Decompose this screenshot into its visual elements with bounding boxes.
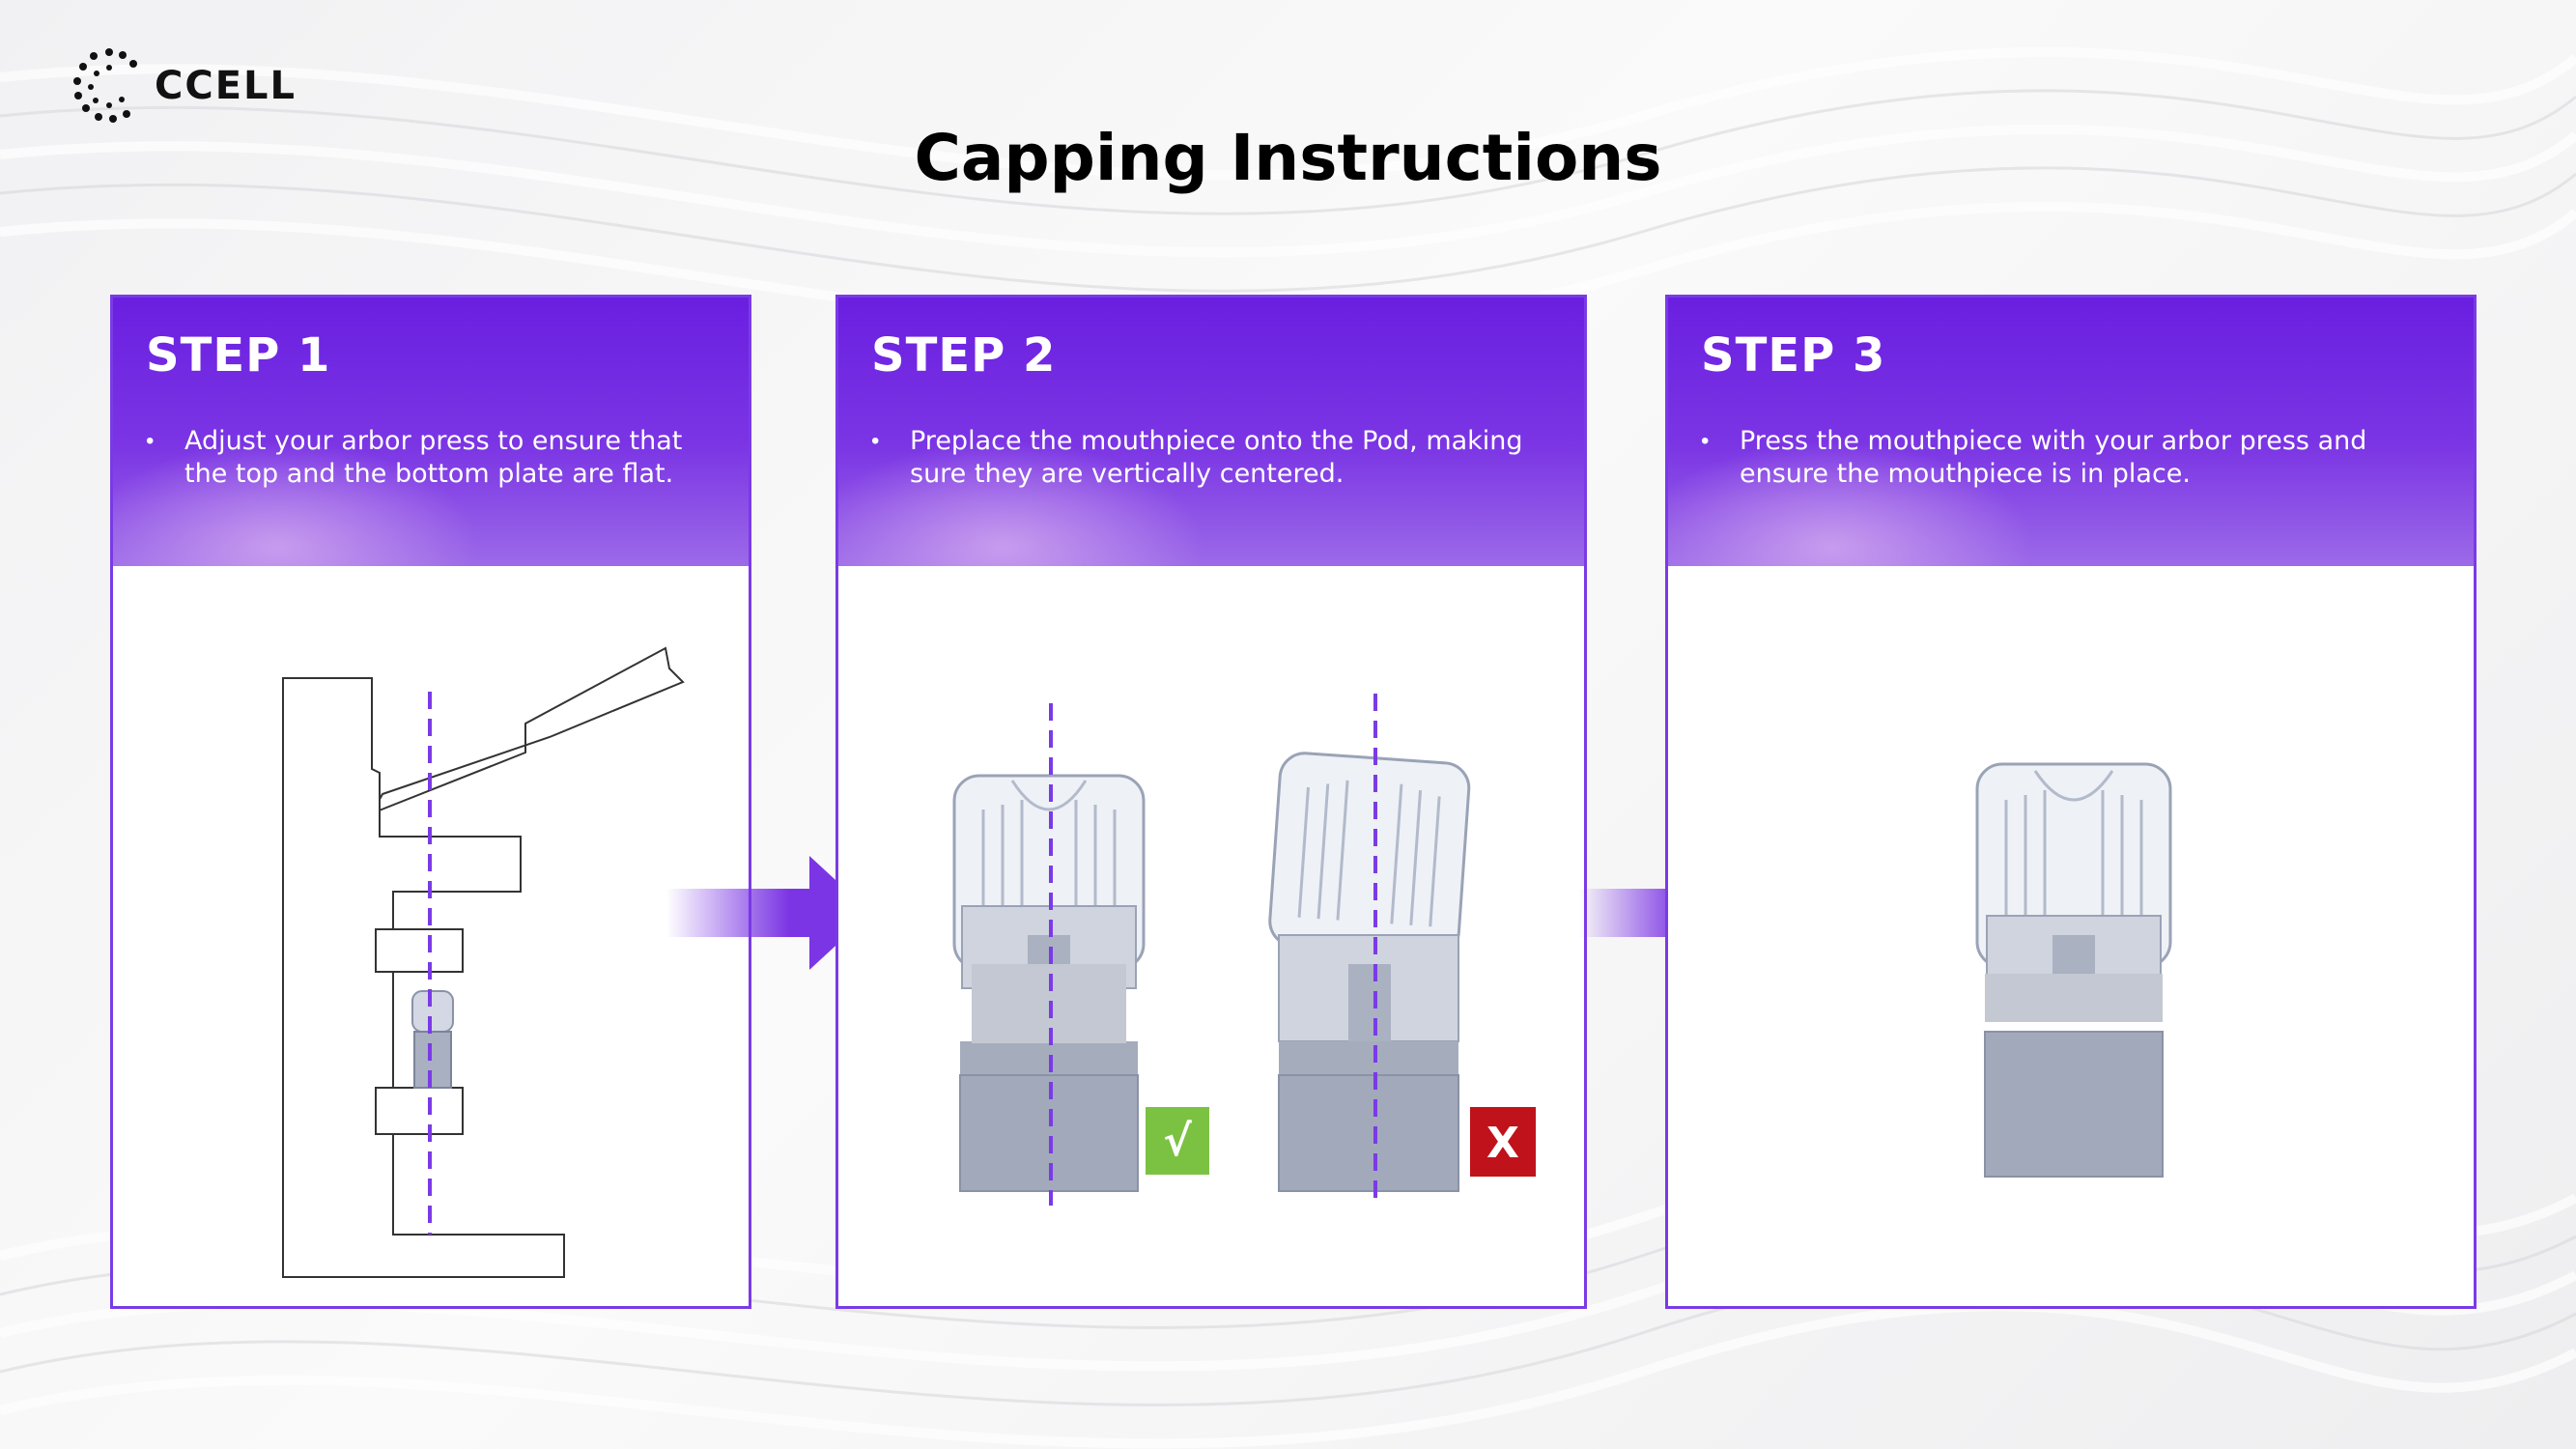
- brand-name: CCELL: [155, 64, 297, 108]
- pod-alignment-diagram: √ X: [952, 694, 1536, 1206]
- bullet-icon: •: [871, 428, 880, 454]
- correct-mark: √: [1163, 1117, 1192, 1166]
- bullet-icon: •: [146, 428, 155, 454]
- correct-badge: [1146, 1107, 1209, 1175]
- capped-pod-diagram: [1975, 762, 2172, 1178]
- step-2-header: STEP 2 • Preplace the mouthpiece onto th…: [838, 298, 1584, 566]
- step-1-label: STEP 1: [146, 328, 331, 383]
- brand-logo: CCELL: [70, 46, 297, 126]
- page-title: Capping Instructions: [914, 121, 1662, 195]
- step-2-card: STEP 2 • Preplace the mouthpiece onto th…: [835, 295, 1587, 1309]
- step-3-description: Press the mouthpiece with your arbor pre…: [1740, 426, 2367, 489]
- wrong-badge: [1470, 1107, 1536, 1177]
- step-1-header: STEP 1 • Adjust your arbor press to ensu…: [113, 298, 749, 566]
- step-2-label: STEP 2: [871, 328, 1057, 383]
- ccell-logo-icon: [73, 48, 137, 123]
- arrow-right-icon: [666, 856, 871, 970]
- arbor-press-diagram: [282, 646, 685, 1278]
- step-1-card: STEP 1 • Adjust your arbor press to ensu…: [110, 295, 751, 1309]
- step-3-label: STEP 3: [1701, 328, 1886, 383]
- pod-capped-icon: [1975, 762, 2172, 1178]
- step-1-description: Adjust your arbor press to ensure that t…: [184, 426, 683, 489]
- wrong-mark: X: [1486, 1119, 1519, 1168]
- pod-small-icon: [411, 990, 454, 1089]
- step-2-description: Preplace the mouthpiece onto the Pod, ma…: [910, 426, 1523, 489]
- pod-tilted-icon: [1268, 752, 1471, 1192]
- step-3-header: STEP 3 • Press the mouthpiece with your …: [1668, 298, 2474, 566]
- bullet-icon: •: [1701, 428, 1710, 454]
- step-3-card: STEP 3 • Press the mouthpiece with your …: [1665, 295, 2477, 1309]
